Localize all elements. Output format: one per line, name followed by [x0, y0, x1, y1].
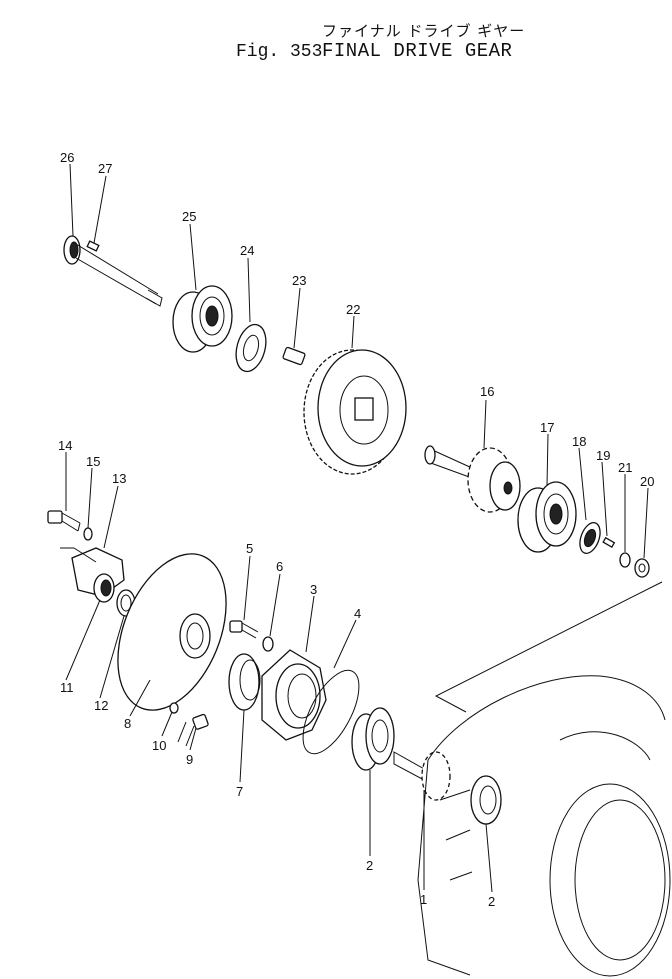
callout-11: 11 — [60, 680, 74, 695]
callout-25: 25 — [182, 209, 196, 224]
callout-15: 15 — [86, 454, 100, 469]
leader-lines — [65, 163, 649, 893]
part-8-cover — [117, 553, 227, 711]
callout-17: 17 — [540, 420, 554, 435]
part-14-bolt — [47, 510, 81, 532]
part-15-washer — [83, 527, 93, 541]
part-1-pinion-shaft — [393, 751, 451, 801]
callout-22: 22 — [346, 302, 360, 317]
part-26-shaft — [63, 235, 163, 307]
part-18-washer — [579, 522, 601, 554]
final-drive-housing — [417, 675, 671, 977]
part-4-o-ring — [302, 669, 360, 755]
part-5-bolt — [229, 620, 259, 639]
guide-line-20 — [434, 581, 663, 713]
figure-number: Fig. 353 — [236, 42, 323, 62]
callout-10: 10 — [152, 738, 166, 753]
callout-2: 2 — [366, 858, 373, 873]
part-21-washer — [619, 552, 631, 568]
callout-2: 2 — [488, 894, 495, 909]
part-3-cage — [261, 649, 327, 741]
callout-12: 12 — [94, 698, 108, 713]
part-19-pin — [602, 536, 616, 548]
part-2-bearing-right — [470, 775, 502, 825]
part-9-bolt — [177, 713, 209, 747]
part-17-bearing — [517, 481, 577, 553]
part-7-bearing — [228, 653, 261, 711]
part-10-washer — [169, 702, 179, 714]
callout-20: 20 — [640, 474, 654, 489]
part-22-gear — [303, 349, 407, 475]
part-27-key — [86, 240, 100, 252]
callout-6: 6 — [276, 559, 283, 574]
title-japanese: ファイナル ドライブ ギヤー — [322, 22, 526, 40]
part-16-pinion — [424, 445, 521, 513]
callout-26: 26 — [60, 150, 74, 165]
part-20-nut — [634, 558, 650, 578]
callout-4: 4 — [354, 606, 361, 621]
callout-labels: 26 27 25 24 23 22 16 17 18 19 21 20 14 1… — [58, 150, 654, 909]
callout-3: 3 — [310, 582, 317, 597]
callout-9: 9 — [186, 752, 193, 767]
part-24-washer — [235, 323, 267, 373]
callout-27: 27 — [98, 161, 112, 176]
guide-line-13 — [60, 547, 97, 563]
callout-5: 5 — [246, 541, 253, 556]
callout-7: 7 — [236, 784, 243, 799]
part-23-key — [282, 346, 306, 366]
callout-13: 13 — [112, 471, 126, 486]
callout-14: 14 — [58, 438, 72, 453]
callout-21: 21 — [618, 460, 632, 475]
callout-19: 19 — [596, 448, 610, 463]
part-2-bearing-left — [351, 707, 395, 771]
callout-24: 24 — [240, 243, 254, 258]
callout-1: 1 — [420, 892, 427, 907]
part-25-bearing — [172, 285, 233, 353]
callout-8: 8 — [124, 716, 131, 731]
title-english: FINAL DRIVE GEAR — [322, 40, 513, 62]
callout-16: 16 — [480, 384, 494, 399]
callout-18: 18 — [572, 434, 586, 449]
part-11-seal — [93, 573, 115, 603]
callout-23: 23 — [292, 273, 306, 288]
part-6-washer — [262, 636, 274, 652]
